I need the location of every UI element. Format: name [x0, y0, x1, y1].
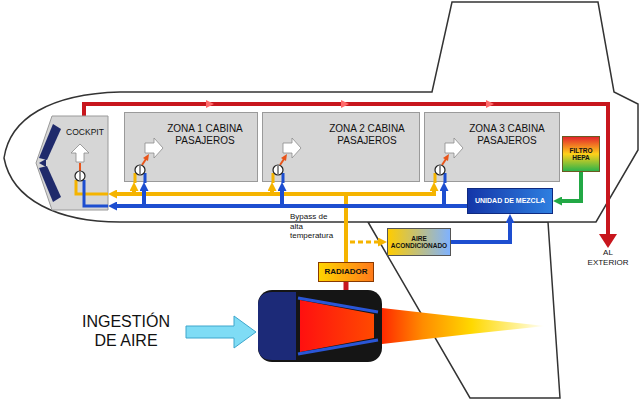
fuselage-outline: [4, 2, 638, 222]
engine-inlet: [258, 292, 296, 360]
outlet-flow-line: [142, 159, 146, 165]
outlet-flow-arrowhead: [443, 154, 449, 161]
engine-core: [300, 300, 374, 352]
flow-arrowhead: [341, 100, 349, 108]
cockpit-box: COCKPIT: [36, 116, 108, 210]
wing-outline: [368, 222, 560, 398]
hot-air-feed: [434, 173, 437, 183]
label-anchor: AL EXTERIOR: [584, 248, 632, 267]
hot-air-feed: [272, 173, 275, 183]
exhaust-flame: [382, 308, 545, 344]
label-anchor: Bypass de alta temperatura: [290, 212, 338, 241]
engine-nacelle: [258, 290, 382, 362]
mixing-valve: [435, 165, 445, 175]
mixing-valve: [80, 172, 81, 180]
zone-label: ZONA 3 CABINA PASAJEROS: [461, 123, 553, 146]
mixing-valve: [75, 171, 85, 181]
cockpit-window: [39, 124, 61, 160]
outlet-flow-arrowhead: [143, 154, 149, 161]
engine-core-edge: [298, 298, 378, 312]
label-anchor: INGESTIÓN DE AIRE: [72, 312, 180, 350]
outlet-flow-line: [280, 159, 284, 165]
intake-arrow: [186, 316, 256, 348]
engine-core-edge: [298, 340, 378, 354]
mixing-valve: [135, 165, 145, 175]
cockpit-shape: [36, 116, 108, 210]
mixing-valve: [140, 166, 141, 174]
mixing-valve: [278, 166, 279, 174]
mixing-valve: [440, 166, 441, 174]
outlet-flow-arrowhead: [281, 154, 287, 161]
cabin-zone-box: ZONA 3 CABINA PASAJEROS: [424, 112, 560, 182]
cold-air-feed: [144, 173, 147, 183]
hot-air-feed: [134, 173, 137, 183]
bypass-duct: [346, 242, 381, 262]
air-duct: [451, 220, 510, 242]
cold-air-feed: [444, 173, 447, 183]
mixing-valve: [273, 165, 283, 175]
air-duct: [444, 188, 467, 206]
air-conditioning-box: AIRE ACONDICIONADO: [387, 228, 451, 256]
cockpit-window: [39, 166, 61, 202]
outlet-flow-line: [79, 163, 81, 171]
outlet-arrow-icon: [71, 144, 89, 162]
air-conditioning-label: AIRE ACONDICIONADO: [391, 235, 447, 250]
intake-label: INGESTIÓN DE AIRE: [72, 312, 180, 350]
filter-label: FILTRO HEPA: [565, 147, 597, 162]
cockpit-label: COCKPIT: [64, 128, 106, 138]
outlet-flow-line: [442, 159, 446, 165]
mixing-unit-box: UNIDAD DE MEZCLA: [467, 188, 553, 214]
cabin-zone-box: ZONA 2 CABINA PASAJEROS: [262, 112, 420, 182]
zone-label: ZONA 2 CABINA PASAJEROS: [321, 123, 413, 146]
air-duct: [134, 188, 346, 262]
hot-air-feed: [76, 180, 108, 194]
radiator-label: RADIADOR: [324, 267, 367, 276]
exhaust-label: AL EXTERIOR: [584, 248, 632, 267]
cabin-zone-box: ZONA 1 CABINA PASAJEROS: [124, 112, 258, 182]
zone-label: ZONA 1 CABINA PASAJEROS: [159, 123, 251, 146]
air-duct: [282, 188, 467, 206]
radiator-box: RADIADOR: [318, 262, 374, 282]
cockpit-window: [39, 159, 46, 167]
air-duct: [559, 172, 581, 201]
flow-arrowhead: [486, 100, 494, 108]
air-duct: [144, 188, 467, 206]
flow-arrowhead: [206, 100, 214, 108]
filter-box: FILTRO HEPA: [562, 136, 600, 172]
cold-air-feed: [282, 173, 285, 183]
exhaust-arrowhead: [599, 234, 617, 248]
cold-air-feed: [84, 180, 108, 206]
bypass-note: Bypass de alta temperatura: [290, 212, 338, 241]
mixing-unit-label: UNIDAD DE MEZCLA: [475, 197, 545, 205]
